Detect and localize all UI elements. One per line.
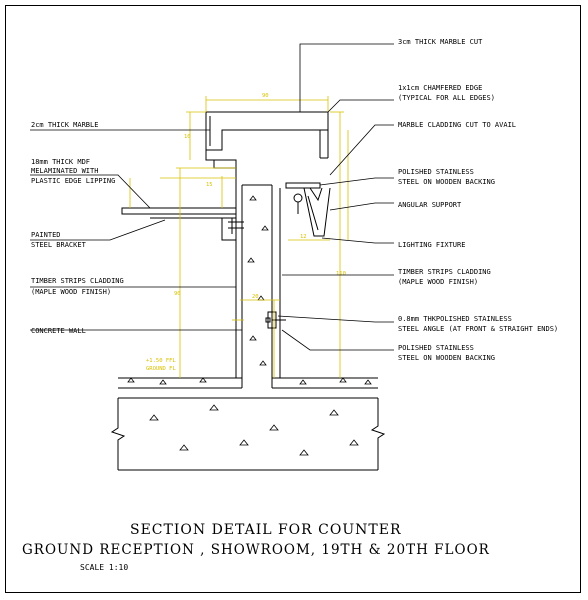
label-ss-backing-bot-2: STEEL ON WOODEN BACKING	[398, 354, 495, 362]
dim-marble-height: 10	[184, 134, 191, 140]
label-angular-support: ANGULAR SUPPORT	[398, 201, 462, 209]
dim-mdf: 15	[206, 182, 213, 188]
label-ffl-1: +1.50 FFL	[146, 358, 176, 364]
lighting-fixture	[265, 311, 286, 329]
label-marble-cladding: MARBLE CLADDING CUT TO AVAIL	[398, 121, 516, 129]
label-mdf-1: 18mm THICK MDF	[31, 158, 90, 166]
annotations: 3cm THICK MARBLE CUT 1x1cm CHAMFERED EDG…	[31, 38, 558, 372]
label-mdf-2: MELAMINATED WITH	[31, 167, 98, 175]
leader-lines	[30, 43, 394, 351]
label-ss-backing-bot-1: POLISHED STAINLESS	[398, 344, 474, 352]
label-ss-backing-top-1: POLISHED STAINLESS	[398, 168, 474, 176]
label-mdf-3: PLASTIC EDGE LIPPING	[31, 177, 115, 185]
label-ffl-2: GROUND FL	[146, 366, 176, 372]
floor-slab	[110, 377, 386, 471]
concrete-hatch	[127, 195, 372, 456]
dim-counter-height: 90	[174, 291, 181, 297]
dim-right-height: 110	[336, 271, 346, 277]
concrete-wall	[235, 168, 281, 388]
angular-support	[285, 182, 331, 237]
dimension-lines	[129, 96, 349, 378]
dim-fixture: 12	[300, 234, 307, 240]
dimension-values: 90 10 90 110 15 12 20	[174, 93, 346, 300]
label-bracket-1: PAINTED	[31, 231, 61, 239]
label-timber-left-2: (MAPLE WOOD FINISH)	[31, 288, 111, 296]
label-marble-2cm: 2cm THICK MARBLE	[31, 121, 98, 129]
label-chamfered-2: (TYPICAL FOR ALL EDGES)	[398, 94, 495, 102]
label-lighting: LIGHTING FIXTURE	[398, 241, 465, 249]
marble-top	[205, 111, 329, 169]
label-chamfered-1: 1x1cm CHAMFERED EDGE	[398, 84, 482, 92]
dim-top-width: 90	[262, 93, 269, 99]
label-timber-left-1: TIMBER STRIPS CLADDING	[31, 277, 124, 285]
drawing-border	[5, 5, 581, 593]
scale-label: SCALE 1:10	[80, 563, 128, 572]
label-marble-cut: 3cm THICK MARBLE CUT	[398, 38, 483, 46]
label-timber-right-1: TIMBER STRIPS CLADDING	[398, 268, 491, 276]
label-ss-angle-1: 0.8mm THKPOLISHED STAINLESS	[398, 315, 512, 323]
label-timber-right-2: (MAPLE WOOD FINISH)	[398, 278, 478, 286]
label-ss-backing-top-2: STEEL ON WOODEN BACKING	[398, 178, 495, 186]
title-line-2: GROUND RECEPTION , SHOWROOM, 19TH & 20TH…	[22, 542, 490, 558]
label-bracket-2: STEEL BRACKET	[31, 241, 87, 249]
label-ss-angle-2: STEEL ANGLE (AT FRONT & STRAIGHT ENDS)	[398, 325, 558, 333]
label-concrete: CONCRETE WALL	[31, 327, 86, 335]
dim-wall: 20	[252, 294, 259, 300]
title-block: SECTION DETAIL FOR COUNTER GROUND RECEPT…	[22, 522, 490, 572]
title-line-1: SECTION DETAIL FOR COUNTER	[130, 522, 402, 538]
mdf-shelf	[121, 207, 244, 241]
